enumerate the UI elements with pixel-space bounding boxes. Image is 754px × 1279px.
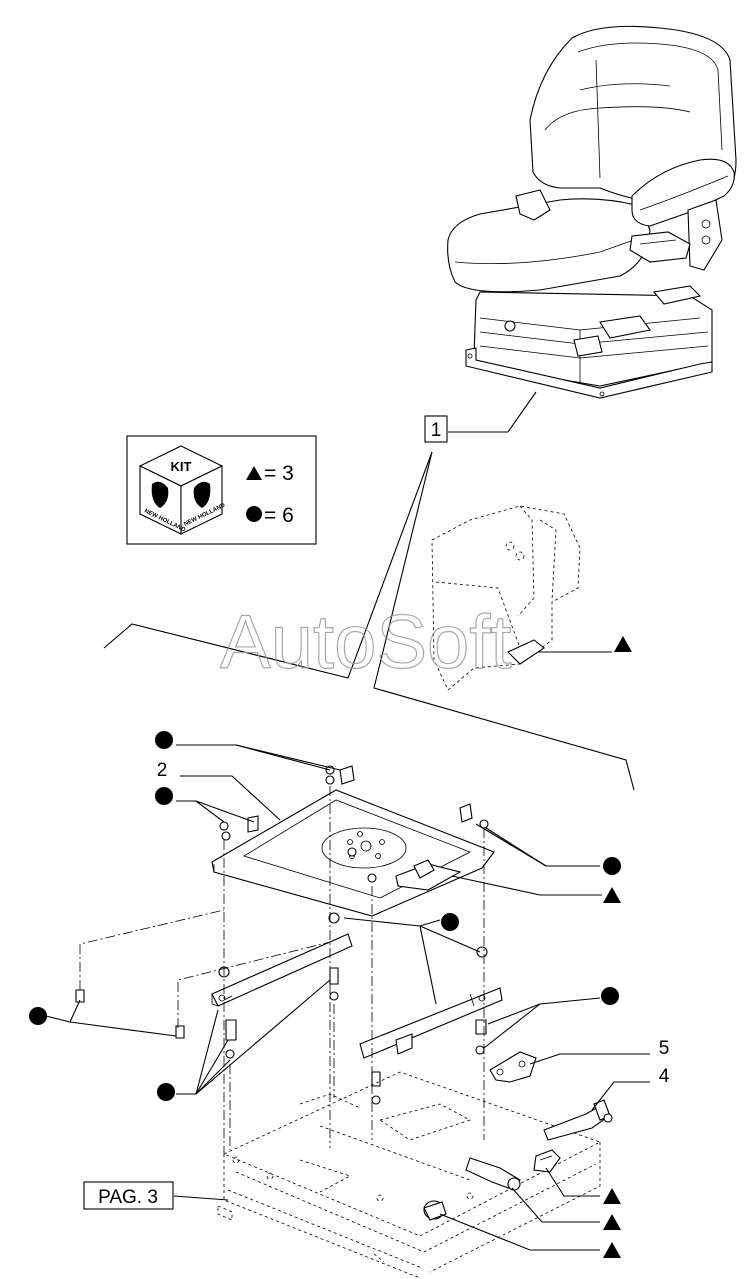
circle-markers: [29, 731, 621, 1101]
circle-marker: [155, 787, 173, 805]
kit-label: KIT: [171, 459, 192, 474]
triangle-marker: [246, 466, 262, 480]
circle-count: = 6: [264, 504, 294, 527]
base-parts: [423, 1149, 561, 1221]
base-phantom: [217, 1071, 602, 1279]
kit-cube-icon: KIT NEW HOLLAND NEW HOLLAND: [138, 445, 227, 535]
circle-marker: [157, 1083, 175, 1101]
assembly-lines: [79, 786, 485, 1154]
callout-4-label: 4: [659, 1066, 670, 1087]
circle-marker: [246, 506, 262, 522]
callout-1: 1: [424, 415, 448, 443]
leaders: [45, 744, 602, 1251]
circle-marker: [29, 1007, 47, 1025]
watermark: AutoSoft: [220, 600, 512, 685]
triangle-marker: [614, 636, 632, 652]
callout-1-label: 1: [431, 420, 442, 441]
triangle-marker: [603, 1242, 621, 1258]
circle-marker: [441, 913, 459, 931]
seat-assembly: [447, 25, 737, 433]
page-reference-label: PAG. 3: [98, 1187, 158, 1208]
bracket-5: [489, 1051, 650, 1083]
callout-5-label: 5: [659, 1038, 670, 1059]
circle-marker: [603, 857, 621, 875]
kit-legend: KIT NEW HOLLAND NEW HOLLAND = 3 = 6: [126, 435, 317, 545]
bracket-4: [543, 1081, 650, 1141]
page-reference[interactable]: PAG. 3: [83, 1181, 174, 1210]
triangle-count: = 3: [264, 462, 294, 485]
slide-rails: [75, 912, 503, 1105]
callout-2-label: 2: [157, 760, 168, 781]
triangle-marker: [603, 887, 621, 903]
circle-marker: [601, 987, 619, 1005]
triangle-marker: [603, 1188, 621, 1204]
swivel-plate: [211, 765, 495, 917]
detail-view: [103, 451, 635, 791]
circle-marker: [155, 731, 173, 749]
triangle-marker: [603, 1214, 621, 1230]
triangle-markers: [603, 887, 621, 1258]
